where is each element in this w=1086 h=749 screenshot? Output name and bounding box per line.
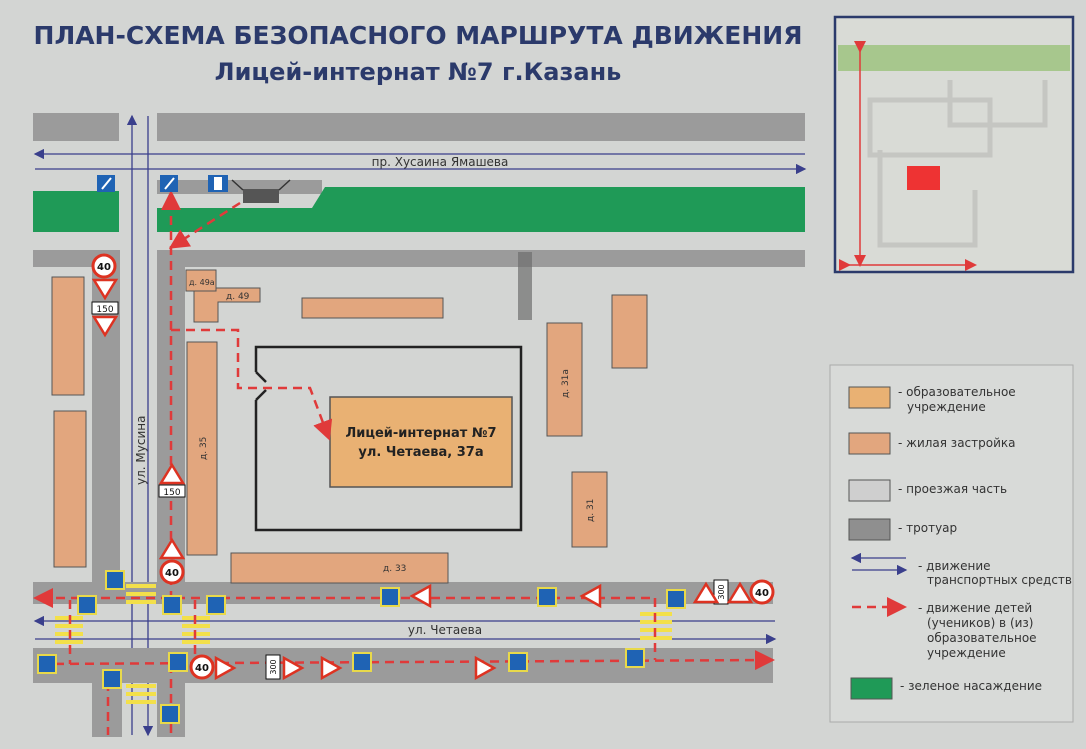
speed-limit-sign-icon: 40	[749, 579, 775, 605]
svg-text:150: 150	[96, 305, 113, 315]
pedestrian-crossing-sign-icon	[168, 652, 188, 672]
legend-label: - тротуар	[898, 521, 957, 535]
legend-label: учреждение	[927, 646, 1006, 660]
pedestrian-crossing-sign-icon	[37, 654, 57, 674]
children-route	[33, 190, 775, 735]
children-warning-sign-icon	[320, 655, 343, 681]
children-warning-sign-icon	[158, 462, 186, 485]
pedestrian-crossing-sign-icon	[97, 175, 115, 192]
legend-label: - движение	[918, 559, 991, 573]
svg-text:300: 300	[269, 659, 278, 674]
pedestrian-crossing-sign-icon	[352, 652, 372, 672]
distance-plate: 150	[158, 484, 186, 498]
legend-label: - проезжая часть	[898, 482, 1007, 496]
legend-label: учреждение	[907, 400, 986, 414]
street-label-yamasheva: пр. Хусаина Ямашева	[372, 155, 509, 169]
legend-swatch-school	[848, 386, 891, 409]
legend-label: - зеленое насаждение	[900, 679, 1042, 693]
children-warning-sign-icon	[692, 581, 720, 604]
speed-limit-sign-icon: 40	[91, 253, 117, 279]
legend-label: образовательное	[927, 631, 1037, 645]
pedestrian-crossing-sign-icon	[625, 648, 645, 668]
speed-limit-sign-icon: 40	[159, 559, 185, 585]
pedestrian-crossing-sign-icon	[162, 595, 182, 615]
title-line1: ПЛАН-СХЕМА БЕЗОПАСНОГО МАРШРУТА ДВИЖЕНИЯ	[34, 21, 803, 50]
pedestrian-crossing-sign-icon	[380, 587, 400, 607]
distance-plate: 300	[265, 654, 281, 680]
children-warning-sign-icon	[91, 278, 119, 301]
road-signs: 40 150 150 40 40 40 300 300	[37, 175, 775, 724]
street-label-musina: ул. Мусина	[134, 416, 148, 485]
pedestrian-crossing-sign-icon	[105, 570, 125, 590]
pedestrian-crossing-sign-icon	[160, 704, 180, 724]
building-49-label: д. 49	[226, 292, 250, 302]
pedestrian-crossing-sign-icon	[537, 587, 557, 607]
legend-label: транспортных средств	[927, 573, 1072, 587]
building-33-label: д. 33	[383, 564, 406, 574]
legend-swatch-roadway	[848, 479, 891, 502]
building-35-label: д. 35	[199, 437, 209, 460]
distance-plate: 150	[91, 301, 119, 315]
pedestrian-crossing-sign-icon	[666, 589, 686, 609]
building-49a-label: д. 49а	[189, 278, 215, 287]
school-address: ул. Четаева, 37а	[358, 445, 483, 460]
legend-label: (учеников) в (из)	[927, 616, 1034, 630]
title-line2: Лицей-интернат №7 г.Казань	[215, 58, 622, 86]
pedestrian-crossing-sign-icon	[508, 652, 528, 672]
speed-limit-sign-icon: 40	[189, 654, 215, 680]
pedestrian-crossing-sign-icon	[77, 595, 97, 615]
children-warning-sign-icon	[409, 583, 432, 609]
building-31a-label: д. 31а	[561, 369, 571, 398]
green-area	[33, 191, 119, 232]
legend-label: - движение детей	[918, 601, 1032, 615]
svg-text:40: 40	[755, 588, 769, 599]
children-warning-sign-icon	[474, 655, 497, 681]
legend-label: - образовательное	[898, 385, 1016, 399]
children-warning-sign-icon	[158, 537, 186, 560]
legend-label: - жилая застройка	[898, 436, 1016, 450]
legend-swatch-sidewalk	[848, 518, 891, 541]
children-warning-sign-icon	[726, 581, 754, 604]
pedestrian-crossing-sign-icon	[102, 669, 122, 689]
top-street: пр. Хусаина Ямашева	[33, 113, 807, 320]
distance-plate: 300	[713, 579, 729, 605]
location-inset-map	[833, 15, 1075, 274]
children-warning-sign-icon	[579, 583, 602, 609]
school-fence	[254, 345, 523, 532]
legend-swatch-housing	[848, 432, 891, 455]
school-building	[329, 396, 513, 488]
legend: - образовательное учреждение - жилая зас…	[829, 364, 1074, 723]
building-31-label: д. 31	[586, 499, 596, 522]
svg-text:40: 40	[97, 262, 111, 273]
svg-text:300: 300	[717, 584, 726, 599]
chetaeva-street: ул. Четаева	[33, 582, 777, 704]
pedestrian-crossing-sign-icon	[206, 595, 226, 615]
green-area	[157, 187, 805, 232]
legend-swatch-green	[850, 677, 893, 700]
svg-text:150: 150	[163, 488, 180, 498]
buildings	[51, 269, 648, 584]
children-warning-sign-icon	[214, 655, 237, 681]
svg-text:40: 40	[165, 568, 179, 579]
traffic-light-sign-icon	[208, 175, 228, 192]
pedestrian-crossing-sign-icon	[160, 175, 178, 192]
children-warning-sign-icon	[91, 315, 119, 338]
school-name: Лицей-интернат №7	[345, 426, 496, 441]
bus-stop	[243, 189, 279, 203]
children-warning-sign-icon	[282, 655, 305, 681]
street-label-chetaeva: ул. Четаева	[408, 623, 482, 637]
svg-text:40: 40	[195, 663, 209, 674]
